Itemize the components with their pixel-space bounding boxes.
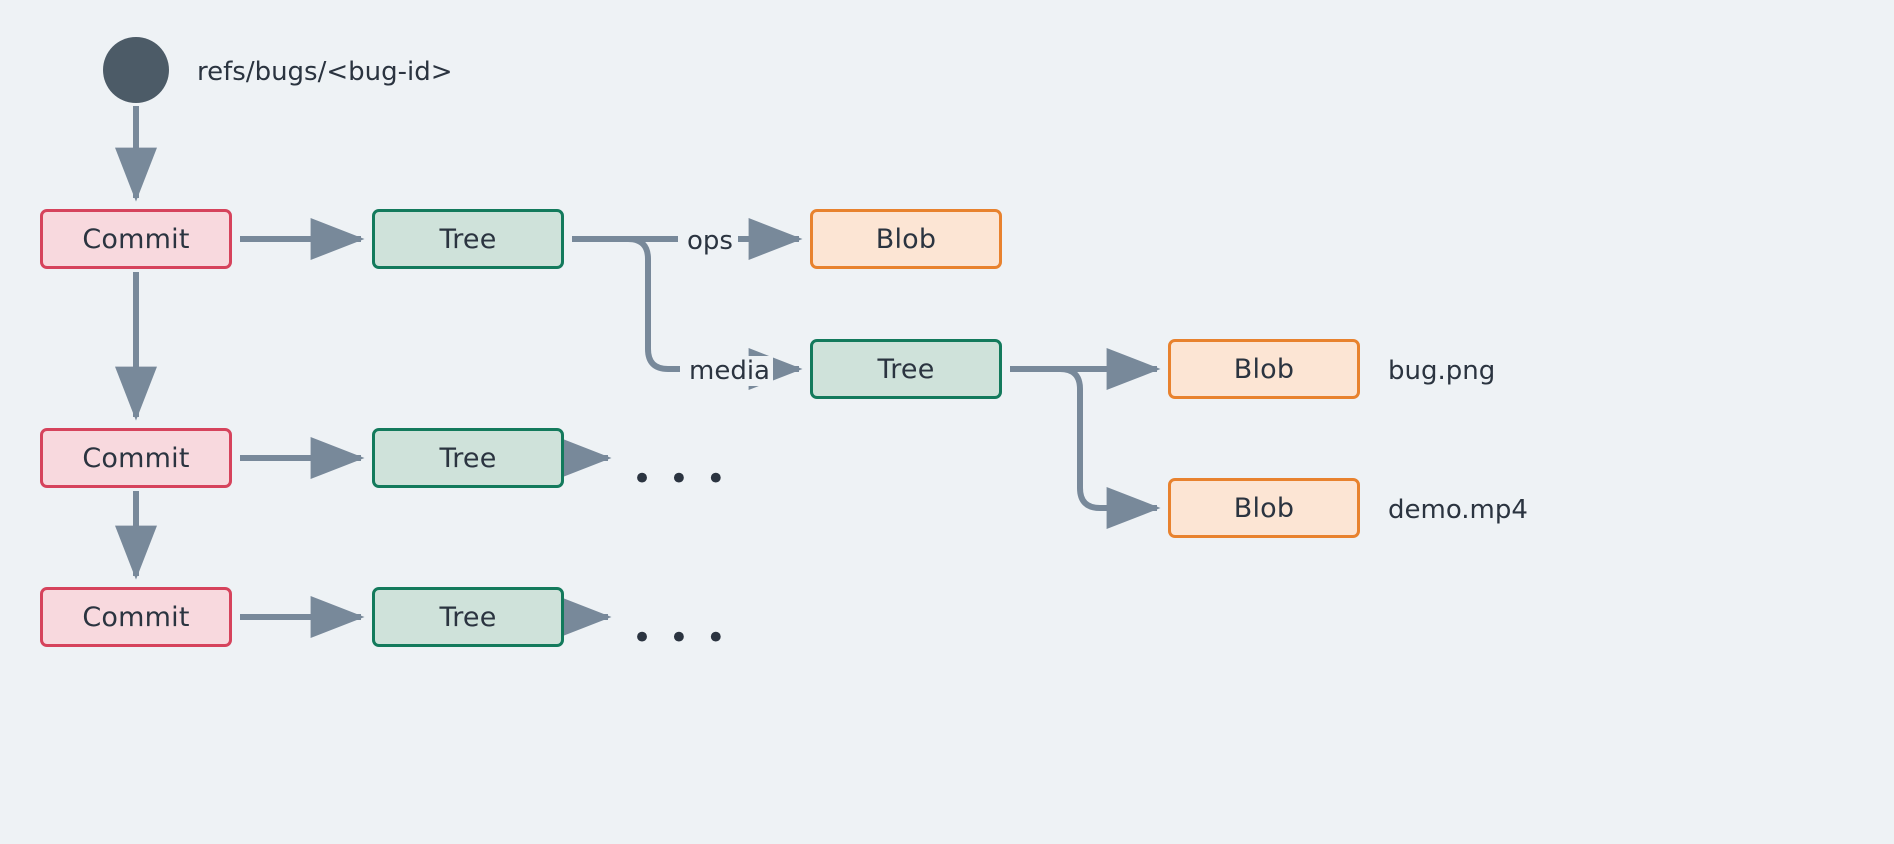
node-blob-demo-mp4[interactable]: Blob xyxy=(1168,478,1360,538)
node-commit-3[interactable]: Commit xyxy=(40,587,232,647)
edge-label-ops: ops xyxy=(684,226,736,256)
ref-label: refs/bugs/<bug-id> xyxy=(197,57,453,87)
node-label: Commit xyxy=(82,223,190,255)
ref-root-dot[interactable] xyxy=(103,37,169,103)
node-commit-2[interactable]: Commit xyxy=(40,428,232,488)
node-commit-1[interactable]: Commit xyxy=(40,209,232,269)
ellipsis-tree-3-children: • • • xyxy=(632,618,729,658)
node-tree-3[interactable]: Tree xyxy=(372,587,564,647)
node-label: Blob xyxy=(1233,353,1295,385)
file-label-demo-mp4: demo.mp4 xyxy=(1388,495,1528,525)
node-label: Tree xyxy=(439,601,497,633)
edge-tree2-to-blob3 xyxy=(1059,366,1161,529)
node-tree-2[interactable]: Tree xyxy=(372,428,564,488)
file-label-bug-png: bug.png xyxy=(1388,356,1496,386)
ellipsis-tree-2-children: • • • xyxy=(632,459,729,499)
edge-tree1-trunk-media xyxy=(610,236,680,372)
node-label: Commit xyxy=(82,601,190,633)
node-label: Tree xyxy=(877,353,935,385)
node-blob-bug-png[interactable]: Blob xyxy=(1168,339,1360,399)
node-label: Blob xyxy=(1233,492,1295,524)
node-blob-ops[interactable]: Blob xyxy=(810,209,1002,269)
node-label: Blob xyxy=(875,223,937,255)
node-label: Tree xyxy=(439,223,497,255)
node-label: Tree xyxy=(439,442,497,474)
node-tree-media[interactable]: Tree xyxy=(810,339,1002,399)
node-label: Commit xyxy=(82,442,190,474)
node-tree-1[interactable]: Tree xyxy=(372,209,564,269)
edge-label-media: media xyxy=(686,356,773,386)
